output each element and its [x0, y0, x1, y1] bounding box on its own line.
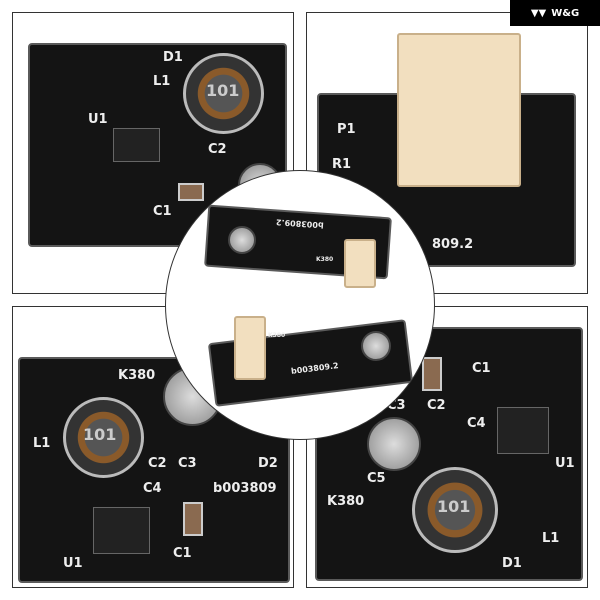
photo-top-left: D1 L1 U1 101 C2 C1	[12, 12, 294, 294]
silk-label: K380	[118, 368, 156, 383]
silk-label: L1	[153, 74, 171, 89]
silk-label: C4	[143, 481, 162, 496]
ic-chip	[93, 507, 150, 554]
silk-label: C2	[208, 142, 227, 157]
inductor	[63, 397, 144, 478]
silk-label: L1	[542, 531, 560, 546]
connector	[397, 33, 521, 187]
ic-chip	[113, 128, 160, 162]
logo-mark-icon: ▼▼	[530, 7, 547, 19]
silk-label: C1	[472, 361, 491, 376]
photo-bottom-left: L1 K380 101 C2 C3 C4 D2 U1 C1 b003809	[12, 306, 294, 588]
logo-text: W&G	[551, 7, 580, 19]
photo-top-right: P1 R1 809.2	[306, 12, 588, 294]
silk-label: 101	[83, 425, 117, 444]
silk-label: U1	[63, 556, 83, 571]
silk-label: K380	[327, 494, 365, 509]
silk-label: C2	[148, 456, 167, 471]
silk-label: K380	[268, 332, 286, 339]
capacitor	[361, 331, 391, 361]
center-photo: b003809.2 K380 b003809.2 K380	[165, 170, 435, 440]
silk-label: C1	[153, 204, 172, 219]
silk-label: C4	[467, 416, 486, 431]
smd-component	[178, 183, 204, 201]
silk-label: U1	[555, 456, 575, 471]
brand-logo: ▼▼ W&G	[510, 0, 600, 26]
silk-label: K380	[316, 256, 334, 263]
capacitor	[367, 417, 421, 471]
silk-label: L1	[33, 436, 51, 451]
silk-label: 101	[206, 81, 240, 100]
silk-label: C1	[173, 546, 192, 561]
silk-label: D1	[502, 556, 522, 571]
capacitor	[228, 226, 256, 254]
inductor	[412, 467, 498, 553]
connector	[344, 239, 376, 288]
smd-component	[183, 502, 203, 536]
silk-label: D2	[258, 456, 278, 471]
silk-label: C5	[367, 471, 386, 486]
silk-label: D1	[163, 50, 183, 65]
silk-label: C2	[427, 398, 446, 413]
silk-label: R1	[332, 157, 352, 172]
silk-label: b003809	[213, 481, 277, 496]
smd-component	[422, 357, 442, 391]
silk-label: P1	[337, 122, 356, 137]
silk-label: 809.2	[432, 237, 474, 252]
connector	[234, 316, 266, 380]
ic-chip	[497, 407, 549, 454]
inductor	[183, 53, 264, 134]
silk-label: C3	[178, 456, 197, 471]
silk-label: U1	[88, 112, 108, 127]
silk-label: 101	[437, 497, 471, 516]
photo-bottom-right: C3 C2 C4 C1 U1 C5 K380 101 D1 L1	[306, 306, 588, 588]
